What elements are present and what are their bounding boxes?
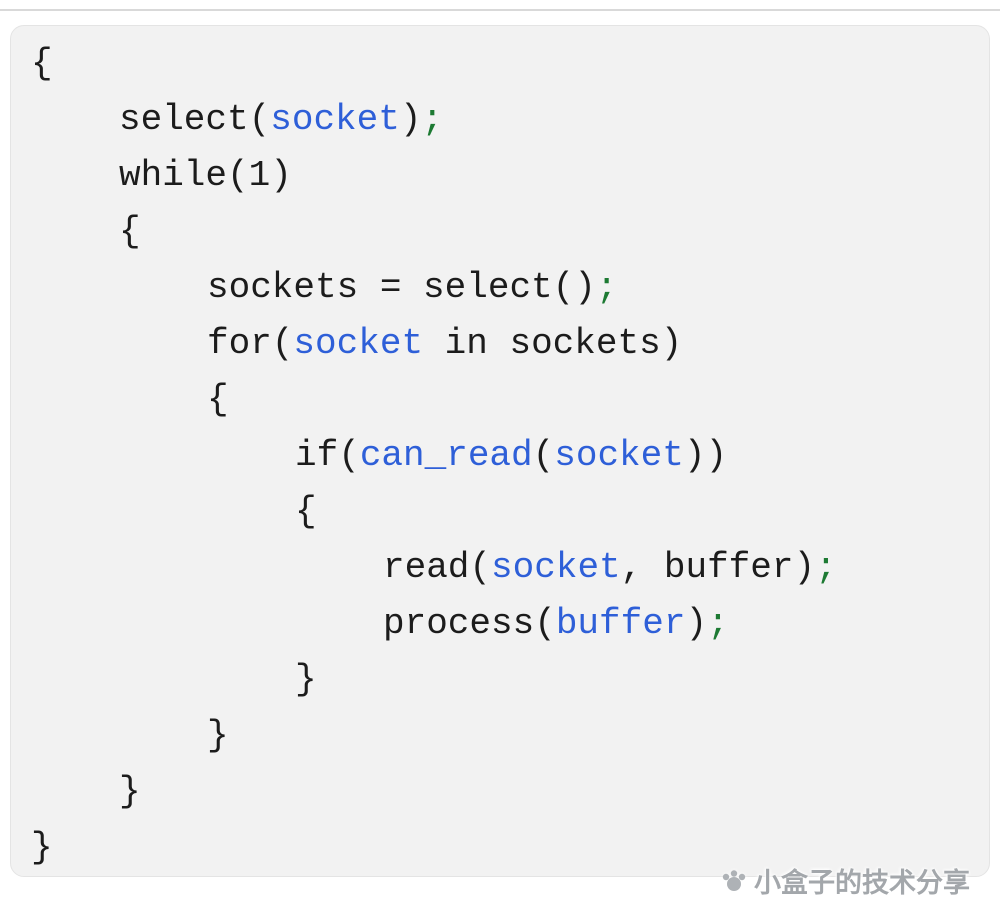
code-line: { xyxy=(31,204,969,260)
code-line: read(socket, buffer); xyxy=(31,540,969,596)
code-line: { xyxy=(31,484,969,540)
code-token: read( xyxy=(383,547,492,588)
code-line: if(can_read(socket)) xyxy=(31,428,969,484)
code-token: ; xyxy=(595,267,618,308)
code-token: in sockets) xyxy=(423,323,683,364)
code-token: while(1) xyxy=(119,155,292,196)
code-token: { xyxy=(295,491,317,532)
watermark-text: 小盒子的技术分享 xyxy=(754,868,970,898)
code-token: socket xyxy=(554,435,684,476)
top-divider xyxy=(0,9,1000,11)
code-token: ; xyxy=(707,603,729,644)
paw-logo-icon xyxy=(720,867,748,895)
code-token: socket xyxy=(293,323,424,364)
code-line: process(buffer); xyxy=(31,596,969,652)
code-token: } xyxy=(119,771,141,812)
code-token: if( xyxy=(295,435,360,476)
code-token: buffer xyxy=(555,603,686,644)
code-line: } xyxy=(31,764,969,820)
code-line: for(socket in sockets) xyxy=(31,316,969,372)
code-token: ( xyxy=(532,435,555,476)
code-token: ; xyxy=(815,547,837,588)
code-token: select( xyxy=(119,99,271,140)
code-line: { xyxy=(31,372,969,428)
code-line: } xyxy=(31,820,969,876)
code-token: )) xyxy=(683,435,728,476)
code-line: { xyxy=(31,36,969,92)
code-token: socket xyxy=(491,547,621,588)
code-token: , buffer) xyxy=(620,547,816,588)
code-line: select(socket); xyxy=(31,92,969,148)
code-token: { xyxy=(119,211,141,252)
code-token: for( xyxy=(207,323,294,364)
code-token: } xyxy=(31,827,53,868)
code-token: process( xyxy=(383,603,556,644)
code-line: } xyxy=(31,708,969,764)
code-token: can_read xyxy=(359,435,533,476)
code-token: { xyxy=(207,379,229,420)
code-line: } xyxy=(31,652,969,708)
watermark: 小盒子的技术分享 xyxy=(720,861,970,900)
code-block: {select(socket);while(1){sockets = selec… xyxy=(10,25,990,877)
code-lines: {select(socket);while(1){sockets = selec… xyxy=(31,36,969,876)
code-line: while(1) xyxy=(31,148,969,204)
code-token: socket xyxy=(270,99,400,140)
code-token: ) xyxy=(685,603,708,644)
code-token: ; xyxy=(421,99,444,140)
code-token: ) xyxy=(399,99,422,140)
code-token: } xyxy=(295,659,317,700)
code-token: } xyxy=(207,715,229,756)
code-token: sockets = select() xyxy=(207,267,596,308)
code-token: { xyxy=(31,43,53,84)
code-line: sockets = select(); xyxy=(31,260,969,316)
